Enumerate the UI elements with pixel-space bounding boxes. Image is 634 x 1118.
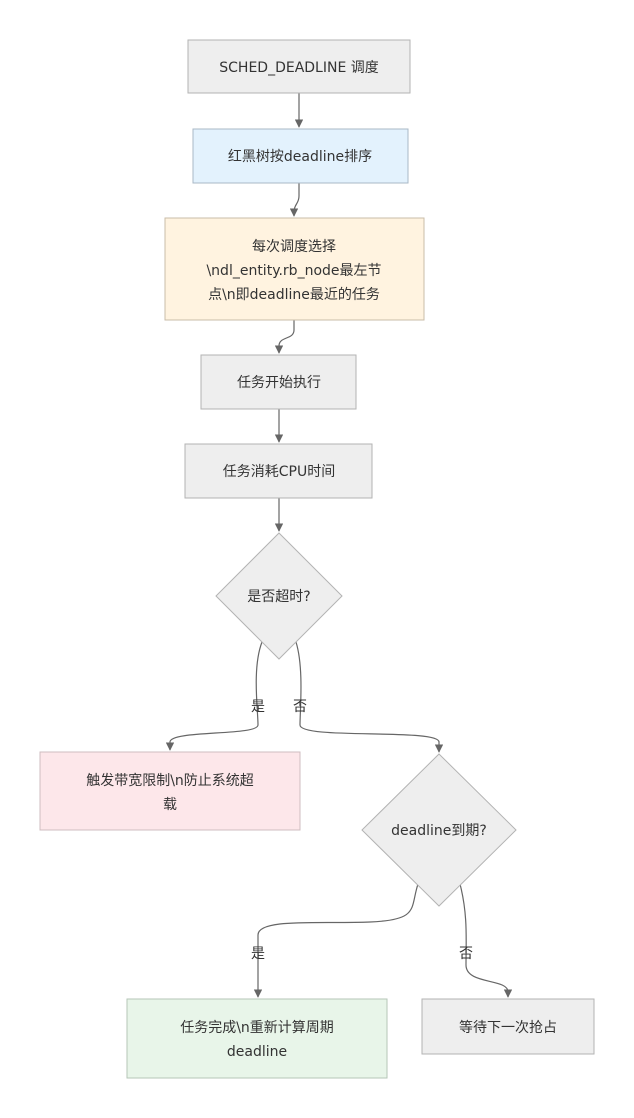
node-task-run-label: 任务开始执行 xyxy=(237,375,321,391)
edges xyxy=(165,93,513,998)
edge-timeout-no xyxy=(295,641,444,753)
node-sched-deadline-label: SCHED_DEADLINE 调度 xyxy=(219,60,379,76)
node-task-complete-line-1: 任务完成\n重新计算周期 xyxy=(180,1020,334,1036)
edge-label-expired-yes: 是 xyxy=(251,946,265,962)
edge-timeout-yes xyxy=(165,641,263,751)
node-task-consume-box xyxy=(184,443,373,499)
node-throttle-line-1: 触发带宽限制\n防止系统超 xyxy=(86,772,254,789)
node-expired-decision-diamond xyxy=(361,753,517,907)
node-pick-leftmost: 每次调度选择 \ndl_entity.rb_node最左节 点\n即deadli… xyxy=(164,217,425,321)
node-pick-leftmost-box xyxy=(164,217,425,321)
node-rbtree-sort-label: 红黑树按deadline排序 xyxy=(228,149,372,165)
node-task-complete-line-2: deadline xyxy=(227,1044,287,1060)
node-task-complete: 任务完成\n重新计算周期 deadline xyxy=(126,998,388,1079)
edge-label-timeout-yes: 是 xyxy=(251,699,265,715)
node-wait-preempt-label: 等待下一次抢占 xyxy=(459,1019,557,1036)
node-rbtree-sort: 红黑树按deadline排序 xyxy=(192,128,409,184)
node-sched-deadline: SCHED_DEADLINE 调度 xyxy=(187,39,411,94)
node-pick-leftmost-line-1: 每次调度选择 xyxy=(252,239,336,255)
edge-rbtree-to-pick xyxy=(289,183,300,217)
node-wait-preempt-box xyxy=(421,998,595,1055)
edge-label-timeout-no: 否 xyxy=(293,699,307,715)
node-task-consume-label: 任务消耗CPU时间 xyxy=(223,464,335,480)
edge-expired-yes xyxy=(253,883,419,998)
node-expired-decision-label: deadline到期? xyxy=(391,823,487,839)
edge-label-expired-no: 否 xyxy=(459,946,473,962)
node-timeout-decision-diamond xyxy=(215,532,343,660)
edge-expired-no xyxy=(459,883,513,998)
node-pick-leftmost-line-2: \ndl_entity.rb_node最左节 xyxy=(206,263,381,279)
edge-labels: 是 否 是 否 xyxy=(251,699,473,962)
nodes: SCHED_DEADLINE 调度 红黑树按deadline排序 每次调度选择 … xyxy=(39,39,595,1079)
node-timeout-decision: 是否超时? xyxy=(215,532,343,660)
node-timeout-decision-label: 是否超时? xyxy=(247,589,310,605)
node-task-run: 任务开始执行 xyxy=(200,354,357,410)
node-throttle: 触发带宽限制\n防止系统超 载 xyxy=(39,751,301,831)
node-pick-leftmost-line-3: 点\n即deadline最近的任务 xyxy=(208,287,380,303)
node-task-consume: 任务消耗CPU时间 xyxy=(184,443,373,499)
node-expired-decision: deadline到期? xyxy=(361,753,517,907)
node-throttle-box xyxy=(39,751,301,831)
edge-pick-to-run xyxy=(274,320,295,354)
node-task-run-box xyxy=(200,354,357,410)
node-rbtree-sort-box xyxy=(192,128,409,184)
node-task-complete-box xyxy=(126,998,388,1079)
node-sched-deadline-box xyxy=(187,39,411,94)
node-throttle-line-2: 载 xyxy=(163,797,177,813)
node-wait-preempt: 等待下一次抢占 xyxy=(421,998,595,1055)
